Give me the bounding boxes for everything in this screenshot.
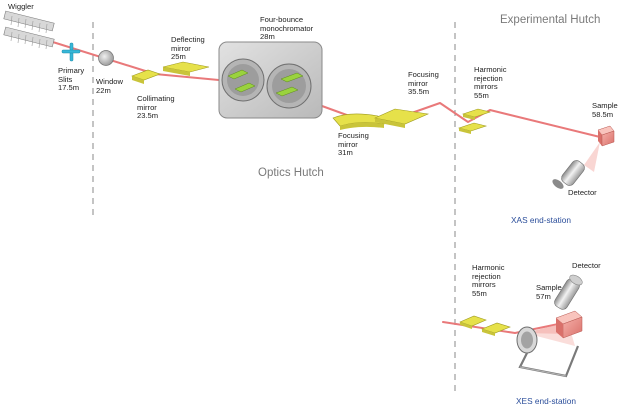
xes-spectrometer (516, 310, 583, 378)
label-focusing-mirror-31m: Focusing mirror 31m (338, 131, 369, 158)
label-wiggler: Wiggler (8, 2, 34, 11)
focusing-mirror-31m (332, 113, 385, 130)
harmonic-mirrors-xas (457, 108, 492, 134)
label-collimating-mirror: Collimating mirror 23.5m (137, 94, 175, 121)
label-harmonic-mirrors-xes: Harmonic rejection mirrors 55m (472, 263, 505, 298)
primary-slits (61, 42, 81, 62)
label-focusing-mirror-35m: Focusing mirror 35.5m (408, 70, 439, 97)
label-monochromator: Four-bounce monochromator 28m (260, 15, 314, 42)
xas-end-station-label: XAS end-station (511, 215, 571, 225)
window (98, 50, 114, 66)
label-sample-xes: Sample 57m (536, 283, 562, 301)
deflecting-mirror (162, 61, 210, 76)
label-window: Window 22m (96, 77, 124, 95)
xes-end-station-label: XES end-station (516, 396, 576, 406)
label-detector-xas: Detector (568, 188, 597, 197)
beam-path-xes (442, 321, 516, 334)
sample-xas (597, 125, 615, 147)
hutch-separators (92, 22, 456, 395)
harmonic-mirrors-xes (459, 315, 511, 336)
experimental-hutch-title: Experimental Hutch (500, 14, 601, 26)
detector-xes (554, 274, 583, 310)
collimating-mirror (131, 69, 161, 84)
optics-hutch-title: Optics Hutch (258, 167, 324, 179)
focusing-mirror-35m (374, 108, 430, 128)
label-sample-xas: Sample 58.5m (592, 101, 618, 119)
label-harmonic-mirrors-xas: Harmonic rejection mirrors 55m (474, 65, 507, 100)
label-detector-xes: Detector (572, 261, 601, 270)
monochromator (218, 41, 323, 119)
label-deflecting-mirror: Deflecting mirror 25m (171, 35, 205, 62)
detector-xas (552, 142, 600, 189)
label-primary-slits: Primary Slits 17.5m (58, 66, 85, 93)
wiggler (3, 10, 55, 50)
